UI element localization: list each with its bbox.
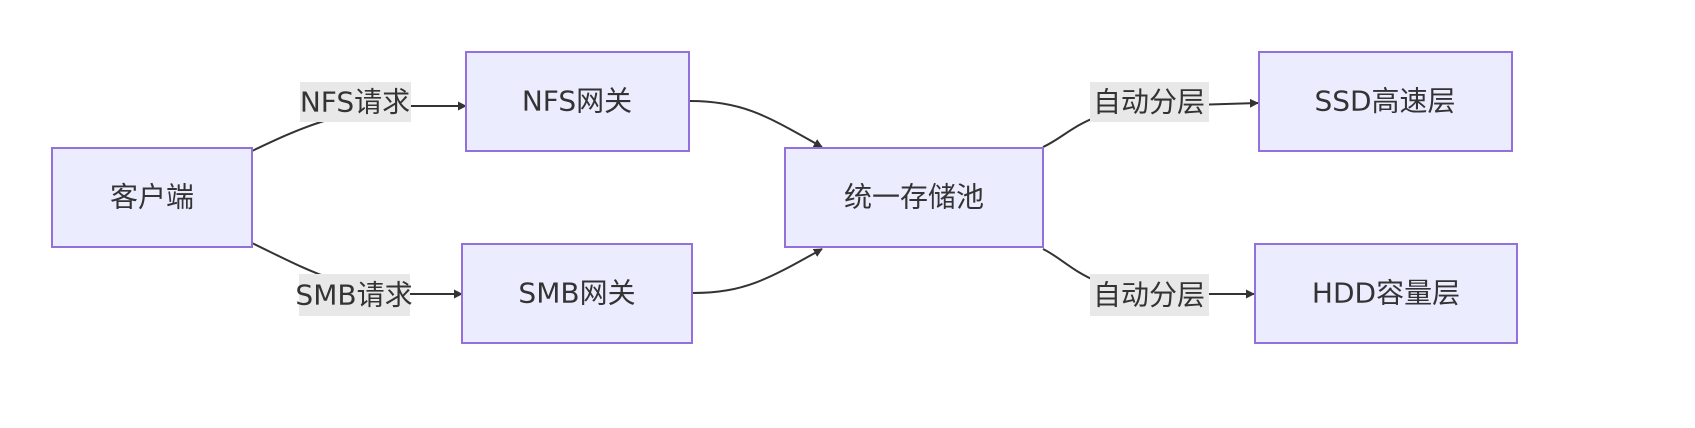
edge-label-auto-tiering-ssd: 自动分层 [1090,82,1209,122]
edge-label-smb-request-text: SMB请求 [295,279,412,312]
node-hdd-tier-label: HDD容量层 [1312,277,1460,310]
edge-nfs-to-pool [689,100,823,148]
node-smb-gateway-label: SMB网关 [518,277,635,310]
edge-label-nfs-request: NFS请求 [300,82,411,122]
edge-label-nfs-request-text: NFS请求 [300,86,410,119]
node-ssd-tier: SSD高速层 [1258,51,1513,152]
node-smb-gateway: SMB网关 [461,243,693,344]
edge-label-smb-request: SMB请求 [295,274,413,316]
node-nfs-gateway-label: NFS网关 [522,85,632,118]
edge-label-auto-tiering-hdd-text: 自动分层 [1093,279,1205,312]
node-nfs-gateway: NFS网关 [465,51,690,152]
node-storage-pool-label: 统一存储池 [844,181,984,214]
edge-label-auto-tiering-hdd: 自动分层 [1090,274,1209,316]
node-ssd-tier-label: SSD高速层 [1314,85,1455,118]
node-client: 客户端 [51,147,253,248]
node-hdd-tier: HDD容量层 [1254,243,1518,344]
edge-smb-to-pool [692,248,823,294]
node-client-label: 客户端 [110,181,194,214]
node-storage-pool: 统一存储池 [784,147,1044,248]
edge-label-auto-tiering-ssd-text: 自动分层 [1093,86,1205,119]
